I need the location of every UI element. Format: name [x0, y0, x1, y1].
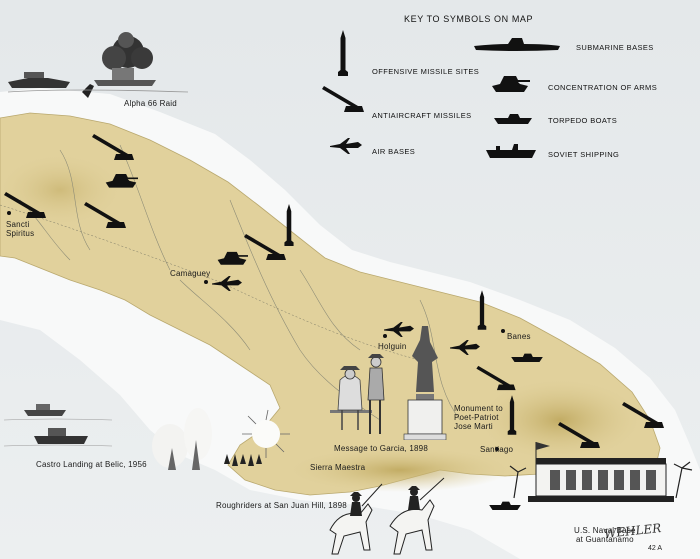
key-label-antiaircraft: ANTIAIRCRAFT MISSILES	[372, 111, 472, 120]
key-label-shipping: SOVIET SHIPPING	[548, 150, 620, 159]
air-base-icon	[384, 322, 414, 337]
antiaircraft-missile-icon	[322, 86, 364, 112]
roughriders-illustration	[329, 477, 445, 555]
guantanamo-base-illustration	[509, 442, 693, 502]
label-castro-landing: Castro Landing at Belic, 1956	[36, 460, 147, 469]
label-sierra-maestra: Sierra Maestra	[310, 463, 366, 472]
missile-site-icon	[507, 395, 517, 435]
castro-landing-illustration	[4, 404, 113, 447]
key-label-submarines: SUBMARINE BASES	[576, 43, 654, 52]
sierra-maestra-relief	[290, 448, 510, 492]
torpedo-boat-icon	[511, 353, 543, 362]
label-marti-monument: Monument to Poet-Patriot Jose Marti	[454, 404, 503, 431]
label-roughriders: Roughriders at San Juan Hill, 1898	[216, 501, 347, 510]
missile-site-icon	[284, 204, 294, 246]
message-to-garcia-illustration	[330, 354, 385, 434]
antiaircraft-missile-icon	[92, 134, 134, 160]
label-holguin: Holguin	[378, 342, 407, 351]
marti-monument-illustration	[403, 326, 447, 440]
torpedo-boat-icon	[489, 501, 521, 510]
alpha66-raid-illustration	[8, 32, 189, 98]
label-sancti-spiritus: Sancti Spiritus	[6, 220, 35, 238]
tank-icon	[492, 76, 530, 92]
battle-smoke-illustration	[152, 408, 290, 470]
antiaircraft-missile-icon	[476, 365, 516, 391]
air-base-icon	[212, 276, 242, 291]
key-label-arms: CONCENTRATION OF ARMS	[548, 83, 658, 92]
air-base-icon	[330, 138, 362, 154]
label-banes: Banes	[507, 332, 531, 341]
key-label-air-bases: AIR BASES	[372, 147, 416, 156]
tank-icon	[217, 251, 248, 265]
antiaircraft-missile-icon	[4, 192, 46, 218]
ship-icon	[486, 144, 536, 158]
missile-site-icon	[338, 30, 348, 76]
missile-site-icon	[477, 290, 487, 330]
torpedo-boat-icon	[494, 114, 532, 124]
label-santiago: Santiago	[480, 445, 514, 454]
label-camaguey: Camaguey	[170, 269, 211, 278]
tank-icon	[105, 174, 138, 188]
antiaircraft-missile-icon	[84, 202, 126, 228]
submarine-icon	[474, 38, 560, 51]
key-label-torpedo: TORPEDO BOATS	[548, 116, 618, 125]
air-base-icon	[450, 340, 480, 355]
antiaircraft-missile-icon	[622, 402, 664, 428]
page-number: 42 A	[648, 545, 663, 552]
label-message-to-garcia: Message to Garcia, 1898	[334, 444, 428, 453]
antiaircraft-missile-icon	[244, 234, 286, 260]
key-label-missile-sites: OFFENSIVE MISSILE SITES	[372, 67, 480, 76]
antiaircraft-missile-icon	[558, 422, 600, 448]
sierra-cristal-relief	[480, 380, 640, 460]
label-alpha66-raid: Alpha 66 Raid	[124, 99, 177, 108]
label-guantanamo: U.S. Naval Base at Guantanamo	[574, 526, 636, 544]
key-title: KEY TO SYMBOLS ON MAP	[404, 14, 534, 24]
